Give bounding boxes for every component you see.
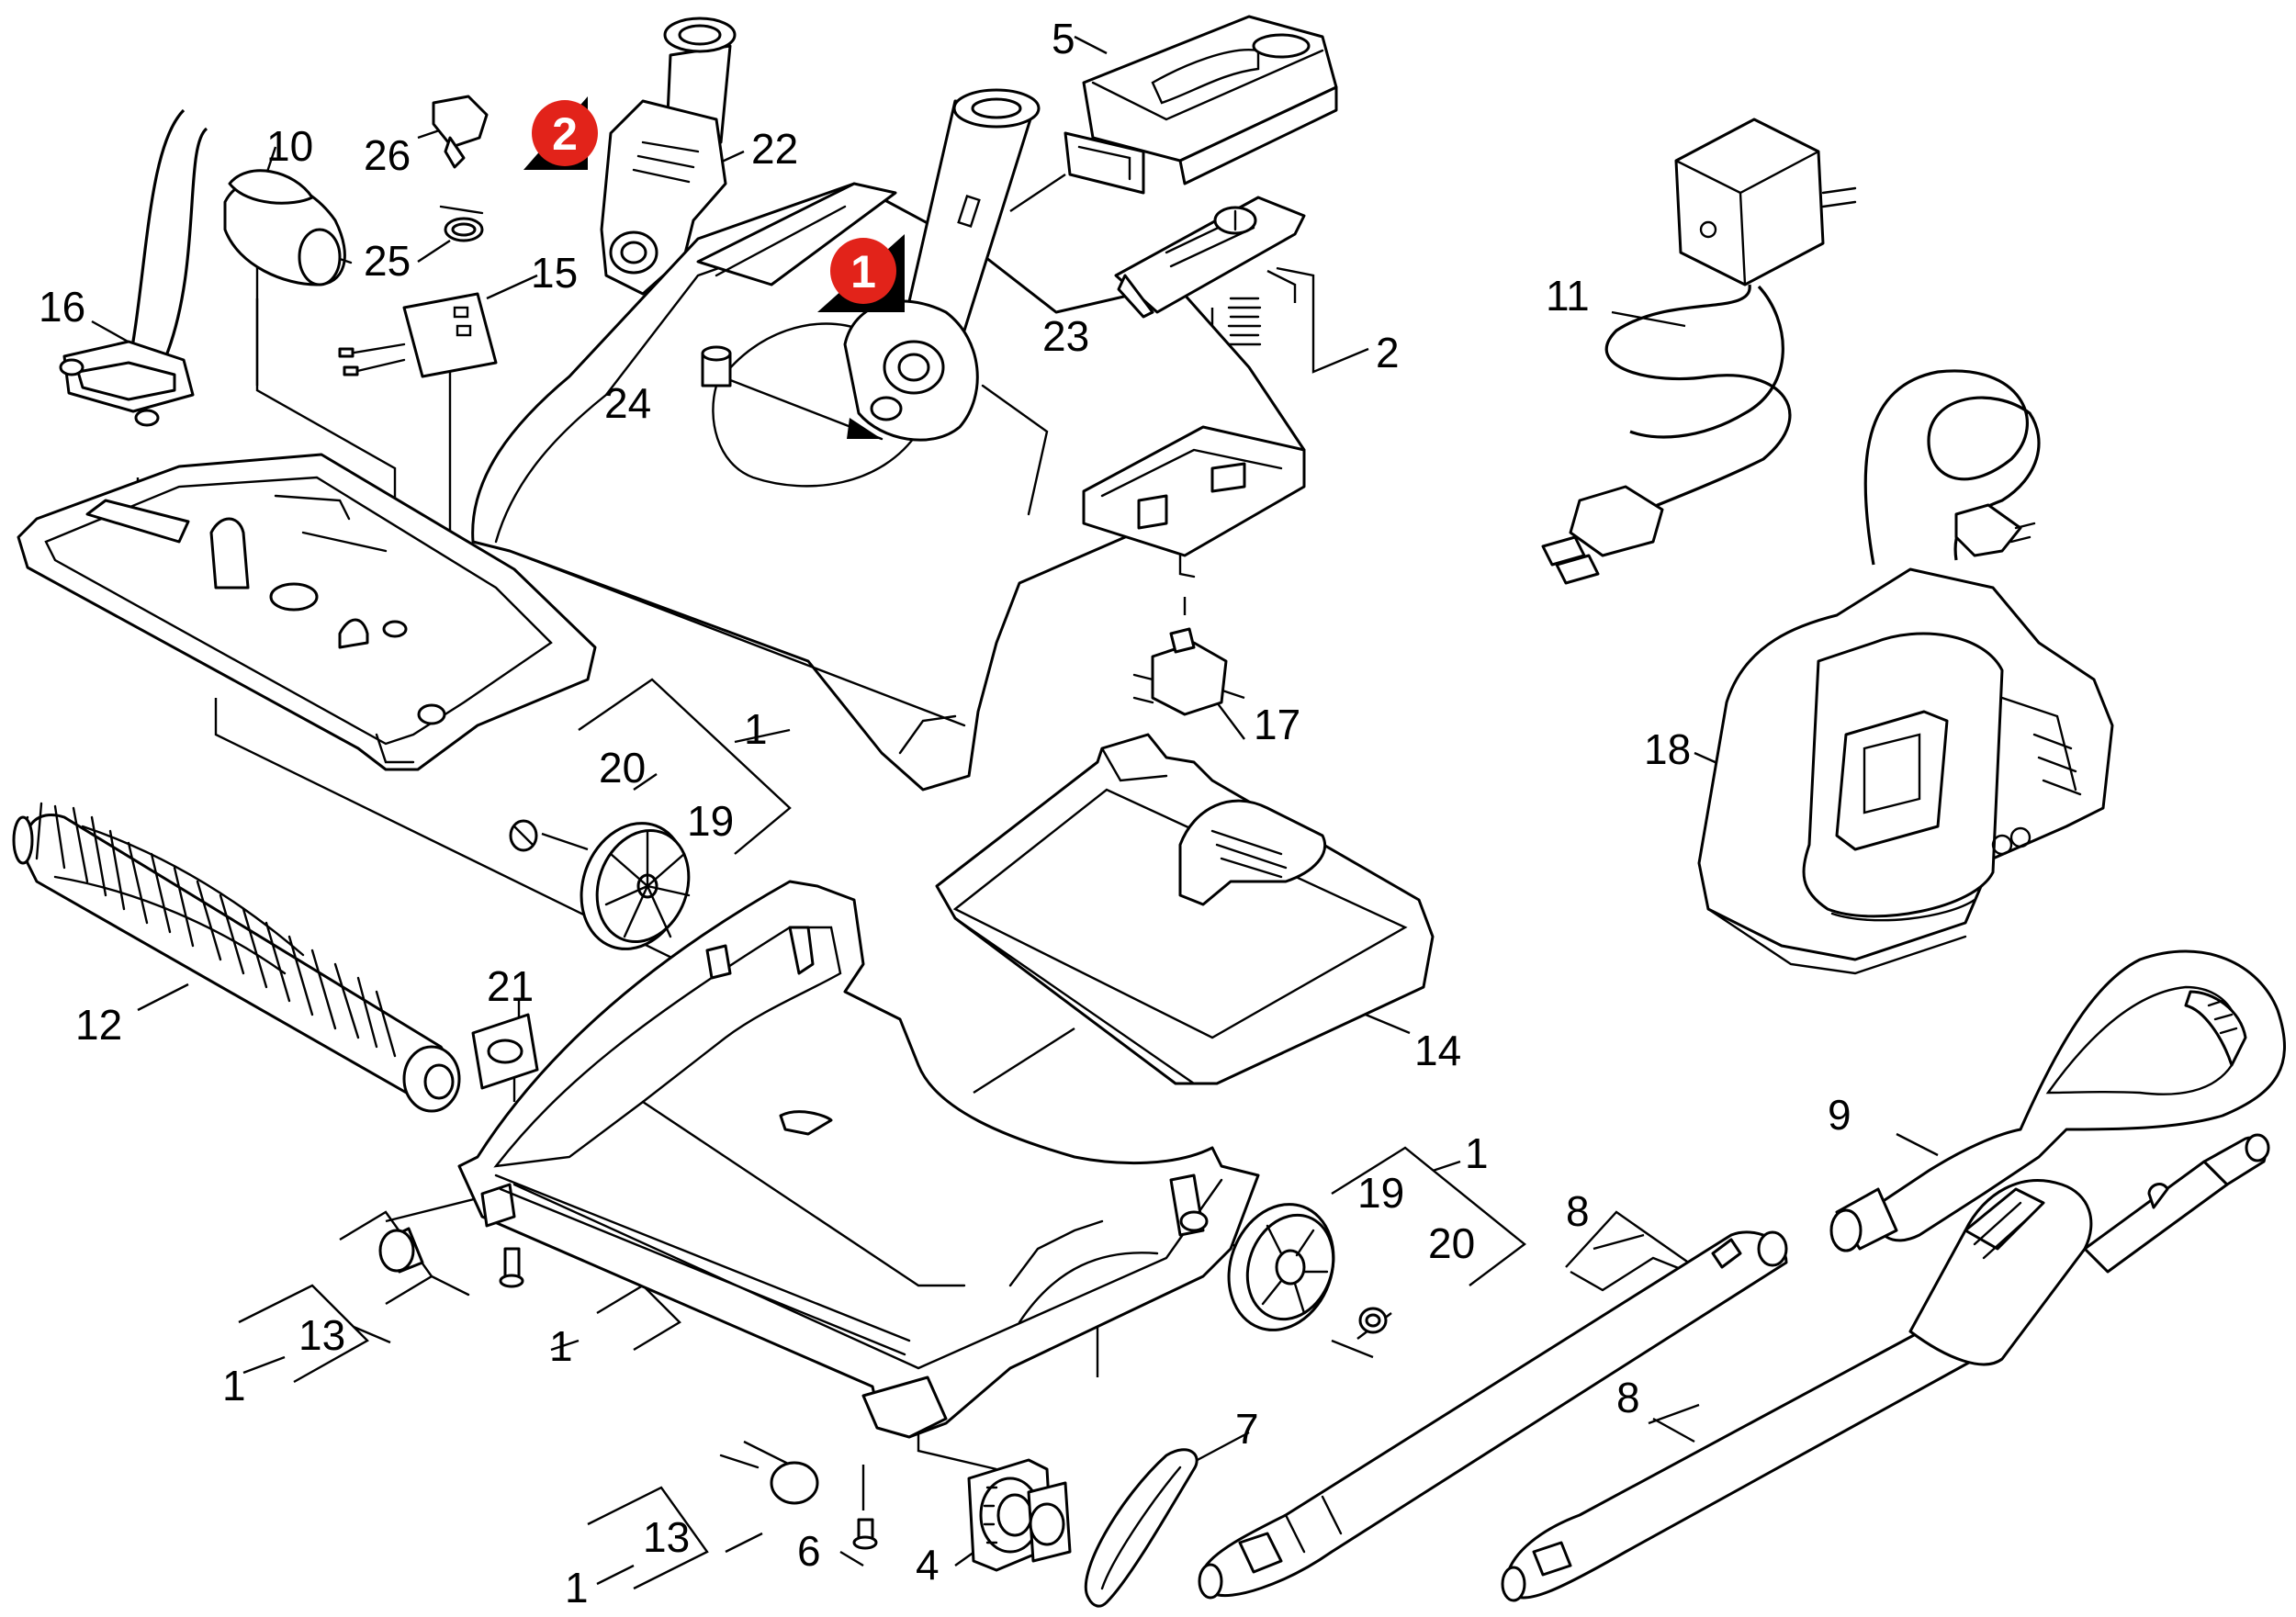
part-26-clip (432, 95, 489, 169)
callout-13-upper: 13 (298, 1311, 345, 1359)
callout-22: 22 (751, 125, 798, 173)
callout-1-wheel-right: 1 (1465, 1129, 1489, 1177)
callout-9: 9 (1828, 1091, 1851, 1139)
part-20-cap-right (1358, 1307, 1388, 1334)
callout-20-right: 20 (1428, 1219, 1475, 1267)
part-13-roller-lower (719, 1454, 819, 1505)
callout-23: 23 (1042, 312, 1089, 360)
callout-8-lower: 8 (1616, 1374, 1640, 1421)
part-20-cap-left (509, 819, 538, 852)
part-13-roller-upper (378, 1227, 470, 1297)
part-21-washer (471, 1013, 539, 1090)
battery-dock (1082, 425, 1306, 578)
callout-13-lower: 13 (643, 1513, 690, 1561)
part-6-screw-upper (499, 1247, 524, 1288)
part-14-dust-tray (935, 733, 1435, 1085)
lower-chassis (457, 880, 1260, 1439)
insertion-arrow (719, 375, 884, 441)
part-2-latch (1114, 196, 1306, 319)
callout-2: 2 (1376, 329, 1400, 376)
callout-15: 15 (531, 249, 578, 297)
part-11-charger (1541, 118, 1857, 585)
part-6-screw-lower (852, 1518, 878, 1550)
upper-housing (471, 182, 1306, 792)
callout-1-roller-lower: 1 (565, 1564, 589, 1611)
callout-1-roller-upper: 1 (222, 1362, 246, 1409)
part-8-tube-lower (1501, 1133, 2270, 1602)
callout-24: 24 (604, 379, 651, 427)
part-22-handle-socket (600, 17, 737, 296)
callout-19-left: 19 (687, 797, 734, 845)
lower-housing-left (17, 453, 597, 771)
callout-8-upper: 8 (1566, 1187, 1590, 1235)
callout-7: 7 (1235, 1405, 1259, 1453)
callout-19-right: 19 (1357, 1169, 1404, 1217)
part-12-brush-roll (12, 802, 461, 1113)
part-19-wheel-right (1227, 1203, 1335, 1331)
part-9-handle (1829, 949, 2286, 1252)
step-marker-1: 1 (817, 234, 905, 312)
callout-1-axle: 1 (549, 1322, 573, 1370)
part-5-battery (1064, 15, 1338, 195)
callout-10: 10 (266, 122, 313, 170)
callout-20-left: 20 (599, 744, 646, 792)
callout-11: 11 (1546, 272, 1590, 320)
callout-5: 5 (1052, 15, 1075, 62)
callout-14: 14 (1414, 1027, 1461, 1074)
step-marker-2: 2 (523, 96, 598, 170)
part-4-gear-assembly (967, 1458, 1072, 1572)
part-10-motor (223, 169, 353, 286)
callout-25: 25 (364, 237, 411, 285)
callout-17: 17 (1254, 701, 1300, 748)
callout-labels: 26 10 25 15 16 22 5 23 24 2 11 17 18 1 2… (39, 15, 1851, 1611)
part-8-tube-upper (1198, 1230, 1788, 1600)
part-25-ring (439, 205, 484, 242)
callout-21: 21 (487, 962, 534, 1010)
callout-18: 18 (1644, 725, 1691, 773)
part-24-pin (701, 345, 732, 387)
step-2-number: 2 (552, 108, 578, 160)
callout-1-wheel-left: 1 (744, 705, 768, 753)
callout-26: 26 (364, 131, 411, 179)
handle-post (903, 88, 1041, 332)
callout-12: 12 (75, 1001, 122, 1049)
step-1-number: 1 (850, 246, 876, 298)
part-17-switch (1132, 627, 1228, 716)
part-16-connector (59, 108, 208, 427)
callout-16: 16 (39, 283, 85, 331)
part-18-charging-base (1697, 369, 2114, 975)
part-2-spring (1227, 297, 1262, 346)
part-23-pivot-disc (843, 299, 979, 442)
callout-4: 4 (916, 1541, 940, 1589)
part-7-belt (1084, 1448, 1199, 1608)
callout-6: 6 (797, 1527, 821, 1575)
part-19-wheel-left (580, 822, 691, 950)
part-15-circuit-board (338, 292, 498, 378)
